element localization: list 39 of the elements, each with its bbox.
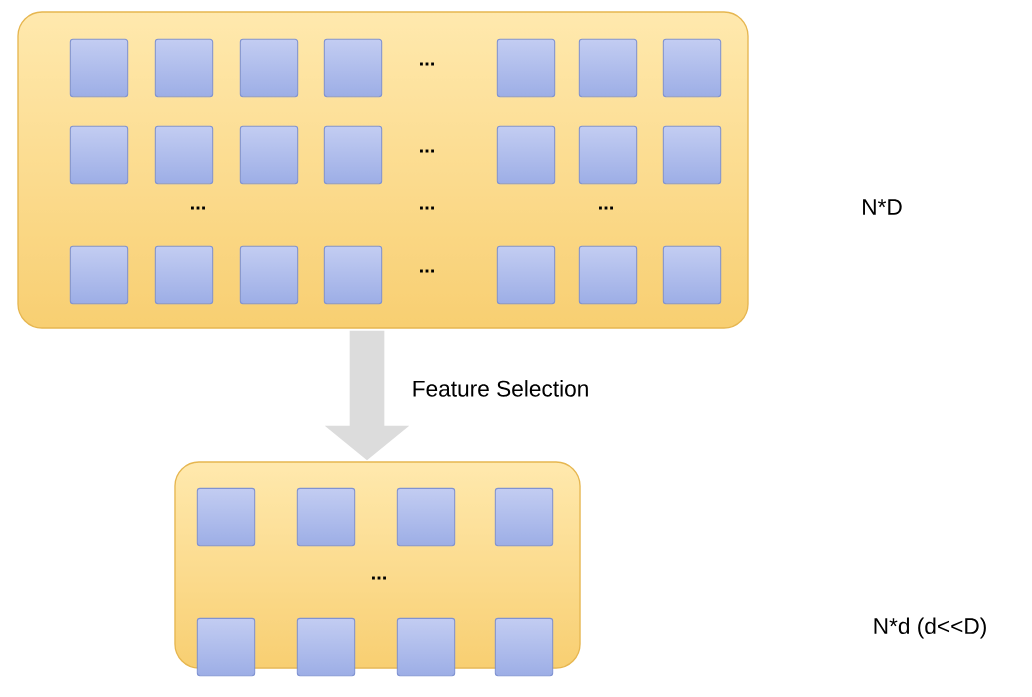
square [154,245,214,305]
square [662,245,722,305]
side-label: N*d (d<<D) [874,617,986,639]
square [296,487,356,547]
square [578,245,638,305]
square [296,617,356,677]
square [239,125,299,185]
ellipsis: ... [420,269,434,273]
square [196,487,256,547]
square [496,38,556,98]
square [496,245,556,305]
square [578,38,638,98]
ellipsis: ... [372,576,386,580]
square [323,38,383,98]
ellipsis: ... [420,149,434,153]
square [662,38,722,98]
square [69,38,129,98]
side-label: N*D [863,199,902,215]
ellipsis: ... [599,206,613,210]
square [69,245,129,305]
square [494,617,554,677]
square [69,125,129,185]
square [662,125,722,185]
square [239,38,299,98]
ellipsis: ... [420,62,434,66]
square [396,617,456,677]
square [239,245,299,305]
square [323,245,383,305]
ellipsis: ... [420,206,434,210]
ellipsis: ... [191,206,205,210]
square [196,617,256,677]
square [396,487,456,547]
square [154,38,214,98]
square [496,125,556,185]
square [323,125,383,185]
square [154,125,214,185]
square [494,487,554,547]
square [578,125,638,185]
edge-label: Feature Selection [413,380,588,397]
